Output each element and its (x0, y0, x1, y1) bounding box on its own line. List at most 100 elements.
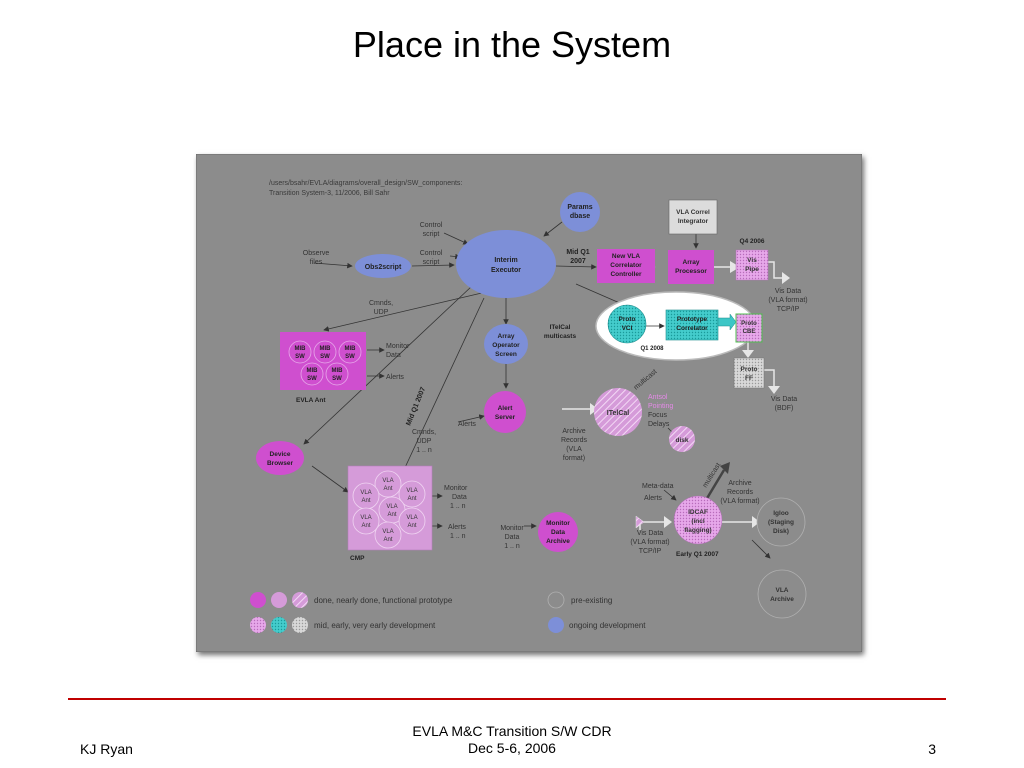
proto-vci-node (607, 304, 647, 344)
idcaf-label: (incl (691, 518, 705, 525)
new-vla-label: Controller (610, 271, 642, 278)
arrow-head (768, 386, 780, 394)
ant-label: Ant (361, 523, 370, 529)
cmnds-udp-label: 1 .. n (416, 447, 432, 454)
arrow-head (730, 261, 740, 273)
vla-archive-label: Archive (770, 596, 794, 603)
device-browser-label: Device (270, 451, 291, 458)
sw-label: SW (307, 376, 317, 382)
itelcal-label: ITelCal (607, 410, 629, 417)
ant-label: Ant (383, 486, 392, 492)
arrow-head (782, 272, 790, 284)
vis-data-label: (VLA format) (630, 539, 669, 546)
control-script-label: script (423, 231, 440, 238)
monitor-data-label: 1 .. n (504, 543, 520, 550)
array-processor-node (668, 250, 714, 284)
q4-2006-label: Q4 2006 (740, 238, 765, 245)
proto-ff-label: FF (745, 375, 753, 382)
focus-label: Focus (648, 412, 668, 419)
q1-2008-label: Q1 2008 (640, 346, 664, 352)
path-line2: Transition System-3, 11/2006, Bill Sahr (269, 190, 390, 197)
legend-ongoing-label: ongoing development (569, 621, 646, 630)
itelcal-node (594, 388, 642, 436)
page-number: 3 (928, 741, 936, 757)
arrow-head (590, 403, 598, 415)
vla-label: VLA (406, 488, 417, 494)
vla-correl-label: Integrator (678, 218, 709, 225)
alert-server-label: Server (495, 414, 516, 421)
proto-vci-label: VCI (622, 325, 633, 332)
vla-archive-node (757, 569, 807, 619)
device-browser-node (256, 441, 304, 475)
alert-server-label: Alert (498, 405, 514, 412)
disk-label: disk (675, 437, 688, 444)
proto-ff-label: Proto (741, 366, 758, 373)
alerts-label: Alerts (448, 524, 466, 531)
proto-cbe-label: Proto (741, 321, 757, 327)
array-processor-label: Processor (675, 268, 707, 275)
mib-label: MIB (332, 368, 344, 374)
sw-label: SW (320, 354, 330, 360)
obs2script-node (355, 254, 411, 278)
interim-executor-node (456, 230, 556, 298)
mib-label: MIB (295, 346, 307, 352)
monitor-data-archive-label: Monitor (546, 520, 570, 527)
legend: done, nearly done, functional prototype … (250, 591, 646, 633)
aos-label: Operator (492, 342, 520, 349)
alerts-label: Alerts (644, 495, 662, 502)
disk-node (669, 426, 695, 452)
prototype-correlator-node (665, 309, 719, 341)
params-dbase-label: Params (567, 204, 592, 211)
ant-label: Ant (383, 537, 392, 543)
vis-pipe-label: Pipe (745, 266, 759, 273)
vla-archive-label: VLA (776, 587, 789, 594)
path-line1: /users/bsahr/EVLA/diagrams/overall_desig… (269, 180, 462, 187)
cmnds-udp-label: Cmnds, (369, 300, 393, 307)
vla-label: VLA (406, 515, 417, 521)
aos-label: Screen (495, 351, 517, 358)
cmnds-udp-label: Cmnds, (412, 429, 436, 436)
alerts-label: Alerts (458, 421, 476, 428)
interim-executor-label: Interim (494, 257, 517, 264)
mib-label: MIB (307, 368, 319, 374)
vla-label: VLA (360, 515, 371, 521)
mid-q1-label: Mid Q1 (566, 249, 589, 256)
alert-server-node (484, 391, 526, 433)
pointing-label: Pointing (648, 403, 673, 410)
prototype-correlator-label: Correlator (676, 325, 708, 332)
vis-data-label: TCP/IP (639, 548, 662, 555)
mib-sw-circles (288, 340, 362, 386)
igloo-label: Disk) (773, 528, 789, 535)
observe-files-label: files (310, 259, 323, 266)
mib-label: MIB (320, 346, 332, 352)
archive-records-label: Records (561, 437, 588, 444)
igloo-label: (Staging (768, 519, 794, 526)
monitor-data-archive-label: Archive (546, 538, 570, 545)
ant-label: Ant (361, 498, 370, 504)
new-vla-label: Correlator (610, 262, 642, 269)
sw-label: SW (345, 354, 355, 360)
footer-event: EVLA M&C Transition S/W CDR (412, 723, 612, 739)
observe-files-label: Observe (303, 250, 330, 257)
multicast-arrow (704, 469, 726, 501)
footer-dates: Dec 5-6, 2006 (468, 740, 556, 756)
prototype-correlator-label: Prototype (677, 316, 708, 323)
arrow-head (664, 516, 672, 528)
new-vla-correlator-controller-node (597, 249, 655, 283)
vis-pipe-node (735, 249, 769, 281)
slide-title: Place in the System (352, 24, 672, 65)
ant-label: Ant (407, 523, 416, 529)
cmnds-udp-label: UDP (417, 438, 432, 445)
alerts-label: 1 .. n (450, 533, 466, 540)
vla-ant-circles (352, 470, 426, 549)
device-browser-label: Browser (267, 460, 293, 467)
params-dbase-label: dbase (570, 213, 590, 220)
antsol-label: Antsol (648, 394, 668, 401)
vla-label: VLA (360, 490, 371, 496)
vis-data-label: Vis Data (637, 530, 663, 537)
alerts-label: Alerts (386, 374, 404, 381)
monitor-data-label: Monitor (500, 525, 524, 532)
vis-data-bdf-label: (BDF) (775, 405, 794, 412)
cmp-label: CMP (350, 555, 365, 562)
sw-label: SW (332, 376, 342, 382)
